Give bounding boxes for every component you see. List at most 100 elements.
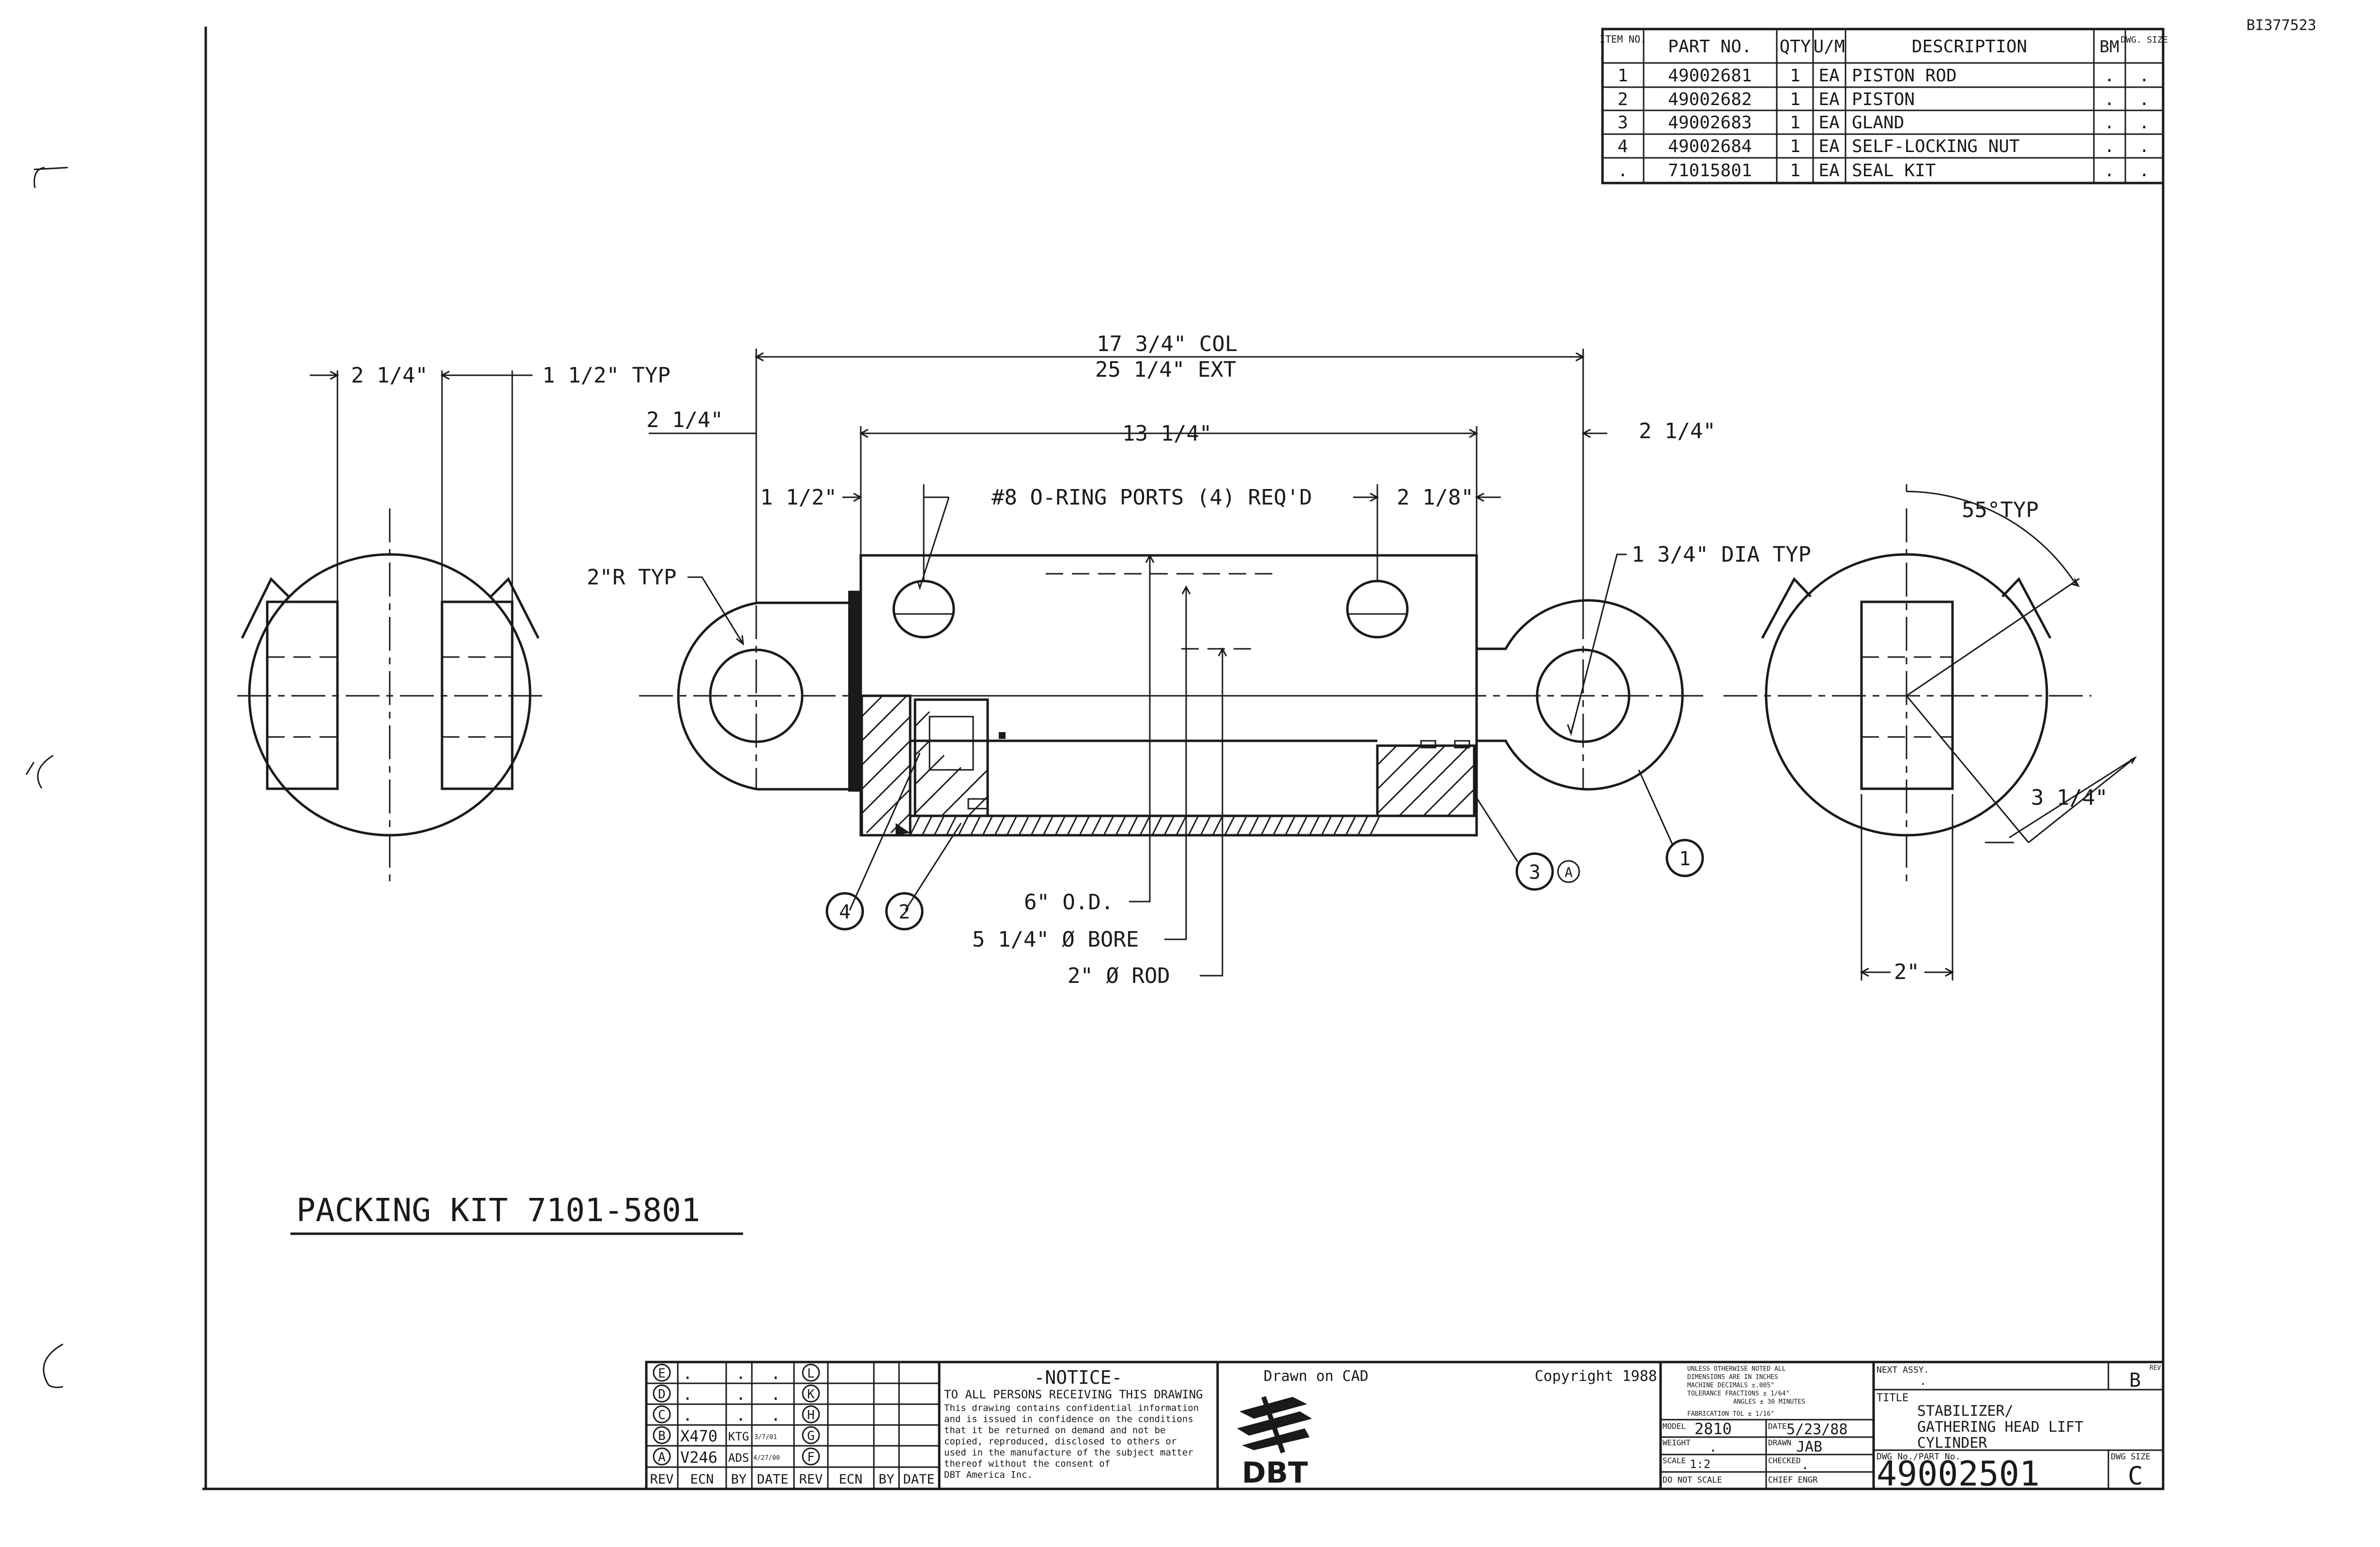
rev-row-e-ecn: . [683, 1364, 692, 1383]
checked-label: CHECKED [1768, 1456, 1800, 1465]
dim-right-3-1-4: 3 1/4" [2031, 785, 2108, 810]
dia-note: 1 3/4" DIA TYP [1632, 542, 1811, 567]
row5-um: EA [1818, 161, 1840, 181]
next-assy-value: . [1920, 1374, 1926, 1388]
col-qty-header: QTY [1779, 37, 1811, 57]
drawn-on-cad: Drawn on CAD [1264, 1368, 1369, 1385]
dim-port-left: 1 1/2" [760, 485, 837, 510]
balloon-3: 3 A [1515, 852, 1580, 891]
balloon-4: 4 [825, 892, 864, 931]
col-size-header: DWG. SIZE [2121, 35, 2168, 45]
cad-logo-block: Drawn on CAD Copyright 1988 DBT [1216, 1361, 1662, 1490]
rev-footer-by-2: BY [879, 1472, 895, 1487]
left-end-view [237, 370, 545, 886]
do-not-scale: DO NOT SCALE [1663, 1475, 1722, 1485]
row3-item: 3 [1617, 113, 1628, 133]
row1-qty: 1 [1790, 66, 1800, 86]
tol-line-2: DIMENSIONS ARE IN INCHES [1687, 1374, 1778, 1381]
notice-block: -NOTICE- TO ALL PERSONS RECEIVING THIS D… [938, 1361, 1219, 1490]
row3-desc: GLAND [1852, 113, 1904, 133]
notice-body-2: and is issued in confidence on the condi… [944, 1414, 1193, 1424]
row2-qty: 1 [1790, 90, 1800, 109]
rev-row-c-date: . [771, 1406, 780, 1425]
rev-row-c-letter: C [658, 1408, 666, 1423]
row4-desc: SELF-LOCKING NUT [1852, 137, 2020, 156]
rev-row-c-ecn: . [683, 1406, 692, 1425]
title-line-2: GATHERING HEAD LIFT [1917, 1419, 2083, 1436]
row5-size: . [2139, 161, 2150, 181]
row3-um: EA [1818, 113, 1840, 133]
rev-row-e-date: . [771, 1364, 780, 1383]
balloon-3-label: 3 [1529, 861, 1541, 884]
checked-value: . [1801, 1456, 1809, 1472]
dimension-lines [649, 349, 1674, 977]
rev-value: B [2129, 1369, 2141, 1392]
rev-footer-ecn: ECN [690, 1472, 714, 1487]
rod-note: 2" Ø ROD [1068, 964, 1170, 988]
rev-footer-rev: REV [650, 1472, 674, 1487]
balloon-1-label: 1 [1679, 848, 1691, 870]
notice-line1: TO ALL PERSONS RECEIVING THIS DRAWING [944, 1388, 1203, 1401]
dwg-no-value: 49002501 [1877, 1454, 2040, 1494]
row4-bm: . [2104, 137, 2115, 156]
dim-col: 17 3/4" COL [1097, 332, 1237, 356]
title-label: TITLE [1877, 1392, 1908, 1404]
row1-bm: . [2104, 66, 2115, 86]
rev-footer-rev-2: REV [799, 1472, 823, 1487]
od-note: 6" O.D. [1024, 890, 1114, 915]
rev-footer-ecn-2: ECN [839, 1472, 863, 1487]
row2-desc: PISTON [1852, 90, 1915, 109]
rev-row-b-letter: B [658, 1429, 666, 1443]
balloon-4-label: 4 [839, 901, 851, 923]
balloon-3-rev: A [1565, 864, 1573, 880]
rev-row-d-ecn: . [683, 1385, 692, 1404]
rev-row-a-ecn: V246 [680, 1448, 717, 1467]
dim-left-1-1-2-typ: 1 1/2" TYP [542, 363, 671, 388]
rev-footer-date: DATE [757, 1472, 788, 1487]
row1-item: 1 [1617, 66, 1628, 86]
row5-desc: SEAL KIT [1852, 161, 1936, 181]
rev-row-b-date: 3/7/01 [754, 1434, 777, 1441]
row3-size: . [2139, 113, 2150, 133]
rev-footer-by: BY [731, 1472, 747, 1487]
rev-row-b-by: KTG [728, 1430, 749, 1443]
dbt-logo-mark [1237, 1396, 1312, 1454]
col-part-header: PART NO. [1668, 37, 1752, 57]
row3-bm: . [2104, 113, 2115, 133]
row2-bm: . [2104, 90, 2115, 109]
title-block: NEXT ASSY. . REV B TITLE STABILIZER/ GAT… [1872, 1361, 2165, 1494]
bore-note: 5 1/4" Ø BORE [972, 927, 1139, 952]
row4-um: EA [1818, 137, 1840, 156]
col-desc-header: DESCRIPTION [1912, 37, 2027, 57]
rev-row-d-by: . [736, 1385, 746, 1404]
row2-size: . [2139, 90, 2150, 109]
notice-body-3: that it be returned on demand and not be [944, 1425, 1166, 1436]
date-value: 5/23/88 [1786, 1421, 1847, 1438]
rev-row-c-right: H [807, 1408, 815, 1423]
balloon-2: 2 [885, 892, 924, 931]
chief-engr-label: CHIEF ENGR [1768, 1475, 1818, 1485]
row5-item: . [1617, 161, 1628, 181]
notice-body-6: thereof without the consent of [944, 1458, 1110, 1469]
tol-line-3: MACHINE DECIMALS ±.005" [1687, 1382, 1774, 1389]
dim-body: 13 1/4" [1122, 421, 1212, 446]
rev-row-e-by: . [736, 1364, 746, 1383]
revision-block: E . . . L D . . . K C . . . H B X470 KTG… [645, 1361, 941, 1490]
next-assy-label: NEXT ASSY. [1877, 1365, 1929, 1375]
col-um-header: U/M [1813, 37, 1845, 57]
row4-qty: 1 [1790, 137, 1800, 156]
notice-body-1: This drawing contains confidential infor… [944, 1403, 1199, 1413]
balloon-2-label: 2 [899, 901, 910, 923]
row5-qty: 1 [1790, 161, 1800, 181]
rev-row-b-right: G [807, 1429, 815, 1443]
ports-note: #8 O-RING PORTS (4) REQ'D [992, 485, 1312, 510]
dim-right-2-1-4: 2 1/4" [1639, 419, 1716, 444]
balloon-1: 1 [1665, 839, 1704, 877]
radius-note: 2"R TYP [587, 565, 676, 590]
row1-size: . [2139, 66, 2150, 86]
notice-body-4: copied, reproduced, disclosed to others … [944, 1436, 1176, 1447]
rev-row-b-ecn: X470 [680, 1427, 717, 1445]
model-value: 2810 [1694, 1420, 1732, 1438]
right-end-view [1724, 484, 2137, 980]
